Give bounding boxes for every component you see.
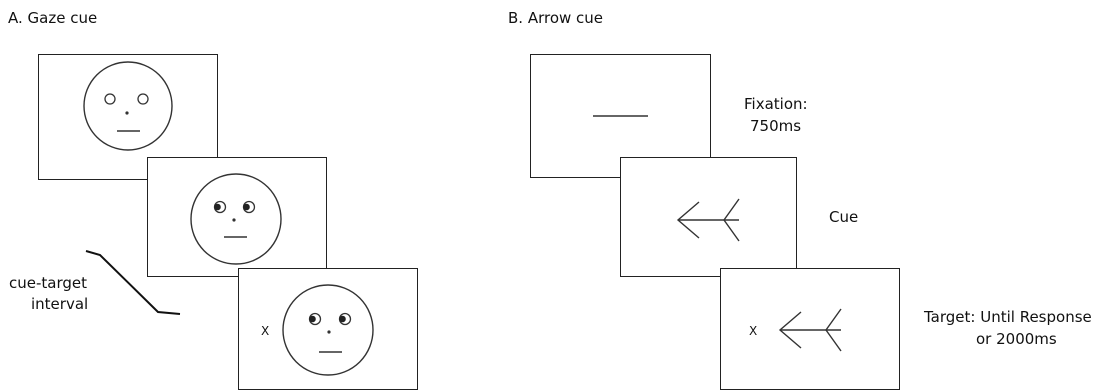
right-pupil xyxy=(243,203,250,211)
face-outline xyxy=(282,284,374,376)
gaze-left-face xyxy=(190,173,282,265)
gaze-cue-frame xyxy=(147,157,327,277)
arrow-tail xyxy=(723,198,740,242)
fixation-label-line2: 750ms xyxy=(750,117,802,135)
interval-bracket-line xyxy=(85,250,181,315)
left-pupil xyxy=(214,203,221,211)
right-pupil xyxy=(339,315,346,323)
panel-b-title: B. Arrow cue xyxy=(508,9,604,27)
target-label-line1: Target: Until Response xyxy=(924,308,1092,326)
nose-dot xyxy=(125,111,129,115)
nose-dot xyxy=(327,330,331,334)
arrow-head xyxy=(676,201,700,239)
gaze-left-face xyxy=(282,284,374,376)
target-marker: X xyxy=(261,324,270,338)
nose-dot xyxy=(232,218,236,222)
target-marker: X xyxy=(749,324,758,338)
arrow-target-frame: X xyxy=(720,268,900,390)
panel-a-title: A. Gaze cue xyxy=(8,9,98,27)
interval-label-line1: cue-target xyxy=(9,274,88,292)
left-eye-open xyxy=(104,93,116,105)
arrow-tail xyxy=(825,308,842,352)
left-arrow-icon xyxy=(676,198,740,242)
arrow-cue-frame xyxy=(620,157,797,277)
right-eye-open xyxy=(137,93,149,105)
target-label-line2: or 2000ms xyxy=(976,330,1057,348)
face-outline xyxy=(190,173,282,265)
arrow-head xyxy=(778,311,802,349)
left-arrow-icon xyxy=(778,308,842,352)
face-outline xyxy=(83,61,173,151)
cue-label: Cue xyxy=(829,208,859,226)
left-pupil xyxy=(309,315,316,323)
fixation-label-line1: Fixation: xyxy=(744,95,808,113)
interval-label-line2: interval xyxy=(31,295,89,313)
fixation-line xyxy=(593,115,648,117)
gaze-target-frame: X xyxy=(238,268,418,390)
neutral-face xyxy=(83,61,173,151)
